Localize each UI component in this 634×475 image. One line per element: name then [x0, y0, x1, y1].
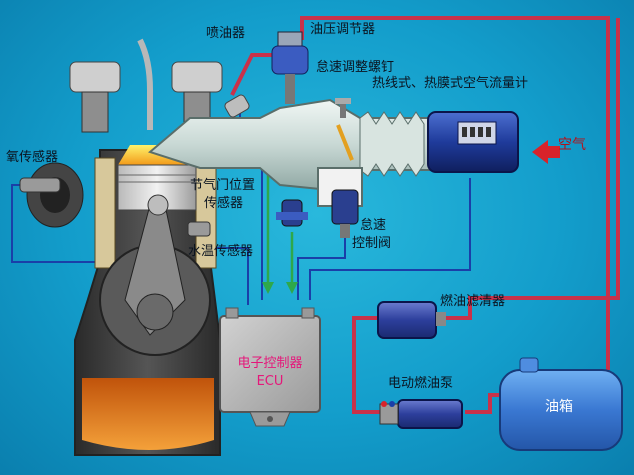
label-idle-valve-line2: 控制阀 [352, 236, 392, 251]
intake-bellows [359, 111, 425, 177]
throttle-position-sensor [276, 199, 308, 227]
label-ecu-line1: 电子控制器 [237, 356, 303, 371]
label-fuel-filter: 燃油滤清器 [440, 294, 506, 309]
control-arrows [262, 282, 298, 294]
valve-stem-left [81, 91, 109, 133]
oil-sump [82, 378, 214, 450]
label-air-flow-meter: 热线式、热膜式空气流量计 [372, 76, 529, 91]
filter-to-rail-line [440, 18, 620, 320]
label-throttle-sensor-line1: 节气门位置 [190, 178, 256, 193]
intake-manifold [147, 98, 461, 207]
regulator-cap [277, 31, 303, 47]
fuel-pump-outlet-line [465, 393, 500, 414]
label-fuel-tank: 油箱 [545, 399, 573, 415]
label-oxygen-sensor: 氧传感器 [6, 150, 59, 165]
air-arrow-icon [532, 140, 560, 164]
air-flow-meter [427, 111, 519, 173]
coolant-sensor [187, 221, 211, 237]
injector [137, 38, 250, 130]
label-ecu-line2: ECU [256, 374, 284, 389]
label-idle-screw: 怠速调整螺钉 [316, 60, 395, 75]
fuel-filter [377, 301, 446, 339]
label-air: 空气 [558, 137, 586, 153]
fuel-tank-body [499, 369, 623, 451]
fuel-pump [379, 399, 463, 429]
engine [26, 61, 223, 456]
label-coolant-sensor: 水温传感器 [188, 244, 254, 259]
idle-valve-wire [297, 232, 346, 300]
fuel-pump-body [397, 399, 463, 429]
idle-control-valve [331, 189, 359, 238]
crankshaft [136, 293, 174, 331]
rail-to-injector-line [230, 53, 272, 96]
fuel-tank-cap [519, 357, 539, 373]
throttle-sensor-flange [276, 212, 308, 220]
label-throttle-sensor-line2: 传感器 [204, 196, 244, 211]
fuel-pump-terminal [379, 403, 399, 425]
pressure-regulator [271, 31, 309, 104]
label-injector: 喷油器 [206, 26, 246, 41]
injector-body [137, 38, 153, 130]
air-meter-wire [309, 178, 471, 300]
idle-valve-body [331, 189, 359, 225]
fuel-tank [499, 357, 623, 451]
arrow-down-icon [262, 282, 274, 294]
water-jacket-left [94, 157, 116, 269]
fuel-lines [230, 16, 620, 414]
fuel-filter-outlet [436, 312, 446, 326]
injector-nozzle [224, 94, 250, 118]
label-fuel-pump: 电动燃油泵 [388, 376, 454, 391]
regulator-stem [285, 74, 295, 104]
valve-spring-left [69, 61, 121, 93]
fuel-filter-body [377, 301, 437, 339]
throttle-plate [336, 124, 354, 161]
arrow-down-icon [286, 282, 298, 294]
ecu [219, 307, 321, 427]
piston-pin [147, 194, 169, 216]
fuel-feed-line [352, 316, 380, 414]
regulator-body [271, 45, 309, 75]
fuel-return-line [300, 16, 610, 370]
valve-spring-right [171, 61, 223, 93]
label-pressure-regulator: 油压调节器 [310, 22, 376, 37]
label-idle-valve-line1: 怠速 [360, 218, 387, 233]
idle-screw [340, 102, 346, 118]
oxygen-sensor [19, 177, 61, 193]
idle-valve-stem [340, 224, 350, 238]
idle-screw-head [335, 98, 351, 104]
